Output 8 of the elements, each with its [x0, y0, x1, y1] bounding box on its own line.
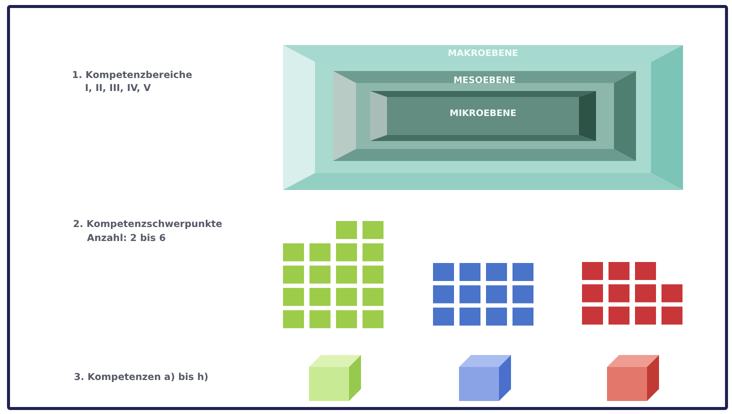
level-heading: I, II, III, IV, V: [85, 83, 151, 94]
level-label: MIKROEBENE: [448, 109, 518, 119]
level-heading: Anzahl: 2 bis 6: [87, 233, 166, 244]
level-label: MAKROEBENE: [446, 49, 520, 59]
level-label: MESOEBENE: [452, 76, 517, 86]
level-heading: 2. Kompetenzschwerpunkte: [73, 219, 222, 230]
level-heading: 1. Kompetenzbereiche: [72, 70, 192, 81]
level-heading: 3. Kompetenzen a) bis h): [74, 372, 208, 383]
